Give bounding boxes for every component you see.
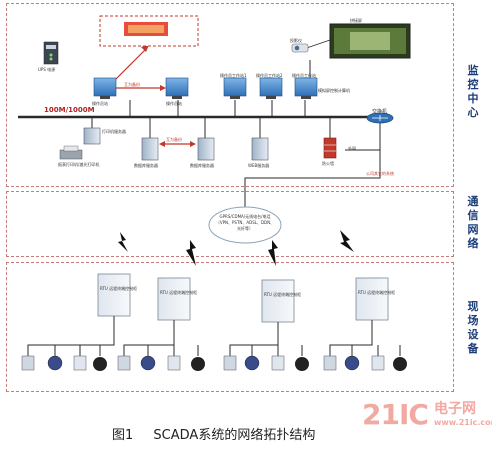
field-bus-lines	[27, 316, 401, 356]
big-screen-label: 拼接屏	[350, 18, 362, 23]
print-server-icon	[83, 127, 101, 145]
workstation-1-label: 操作员站	[92, 101, 108, 106]
workstation-5-label: 操作员工作站	[292, 73, 316, 78]
database-server-icons	[141, 137, 215, 161]
printer-icon	[59, 145, 83, 160]
workstation-3-label: 操作员工作站1	[220, 73, 247, 78]
switch-label: 交换机	[372, 109, 388, 115]
workstation-4-label: 操作员工作站2	[256, 73, 283, 78]
field-sensor-icons	[21, 355, 407, 371]
watermark-logo: 21IC 电子网 www.21ic.com	[362, 398, 492, 448]
monitor-center-zone	[6, 3, 454, 187]
watermark-url: www.21ic.com	[434, 418, 492, 427]
workstation-icons	[93, 77, 318, 99]
redundant-backup-label: 互为备份	[124, 82, 140, 87]
comm-network-label: 通信网络	[467, 195, 479, 250]
comm-cloud-icon	[208, 206, 282, 244]
web-server-label: WEB服务器	[248, 163, 270, 168]
watermark-brand: 21IC	[362, 398, 429, 431]
figure-number: 图1	[112, 428, 134, 443]
firewall-label: 防火墙	[322, 161, 334, 166]
rtu-cabinet-label-3: RTU 远程终端控制柜	[264, 292, 302, 297]
external-network-label: 外网	[348, 146, 356, 151]
public-network-note: 公司其它的系统	[366, 171, 394, 176]
watermark-cn: 电子网	[434, 401, 476, 417]
switch-icon	[366, 112, 394, 124]
field-equipment-zone	[6, 262, 454, 392]
display-machine-label: 模拟屏控制计算机	[318, 88, 350, 93]
ups-label: UPS 电源	[38, 67, 56, 72]
comm-cloud-label: GPRS/CDMA/无线电台/电话（VPN、PSTN、ADSL、DDN、光纤等）	[215, 214, 275, 231]
rtu-cabinet-icons	[97, 273, 389, 323]
large-screen-controller-icon	[99, 15, 199, 47]
projector-icon	[291, 43, 309, 53]
workstation-2-label: 操作员站	[166, 101, 182, 106]
redundant-backup-label-2: 互为备份	[166, 137, 182, 142]
monitor-center-label: 监控中心	[467, 64, 479, 119]
figure-caption: 图1 SCADA系统的网络拓扑结构	[112, 424, 331, 443]
wireless-link-icons	[118, 230, 354, 266]
db-server-2-label: 数据库服务器	[190, 163, 214, 168]
ups-icon	[43, 41, 59, 65]
firewall-icon	[323, 137, 337, 159]
rtu-cabinet-label-1: RTU 远程终端控制柜	[100, 286, 138, 291]
rtu-cabinet-label-2: RTU 远程终端控制柜	[160, 290, 198, 295]
backbone-speed-label: 100M/1000M	[44, 106, 95, 114]
figure-title: SCADA系统的网络拓扑结构	[153, 428, 316, 443]
large-screen-controller-label: 大屏幕控制器	[130, 38, 154, 43]
big-screen-icon	[329, 23, 411, 59]
db-server-1-label: 数据库服务器	[134, 163, 158, 168]
projector-label: 投影仪	[290, 38, 302, 43]
printers-label: 报表打印机/激光打印机	[58, 162, 100, 167]
rtu-cabinet-label-4: RTU 远程终端控制柜	[358, 290, 396, 295]
field-equipment-label: 现场设备	[467, 300, 479, 355]
print-server-label: 打印机服务器	[102, 129, 126, 134]
comm-network-zone	[6, 191, 454, 257]
web-server-icon	[251, 137, 269, 161]
